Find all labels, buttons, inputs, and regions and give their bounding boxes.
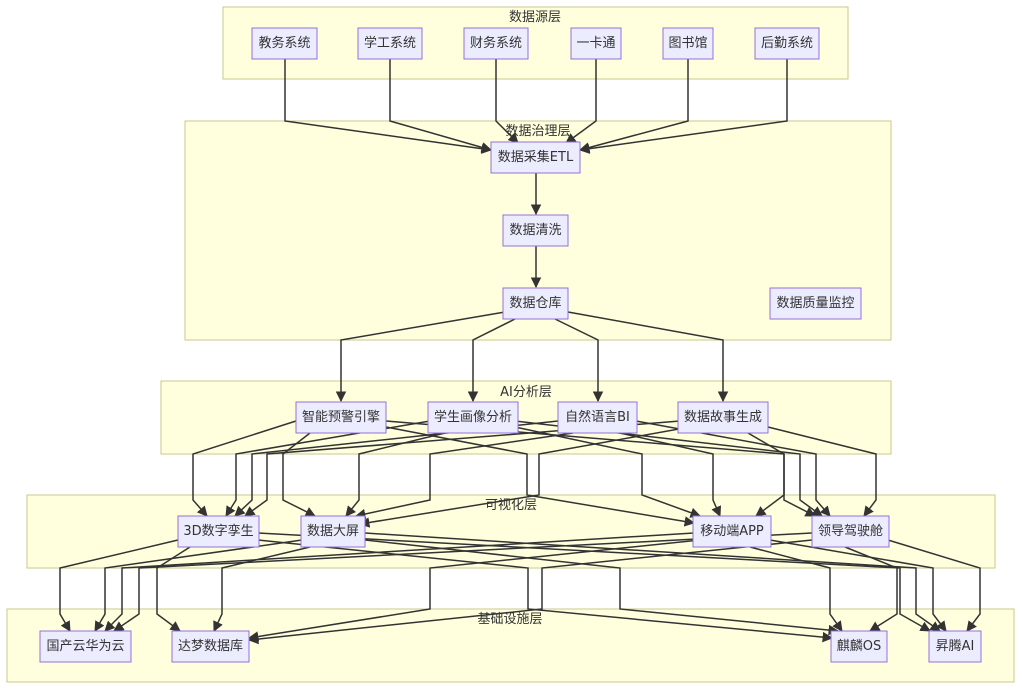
node-cloud[interactable]: 国产云华为云	[39, 630, 132, 663]
node-xuegong-label: 学工系统	[364, 35, 416, 51]
node-cockpit[interactable]: 领导驾驶舱	[811, 515, 890, 548]
node-houqin[interactable]: 后勤系统	[754, 27, 820, 60]
edge-screen-dameng	[213, 546, 311, 632]
node-mobile[interactable]: 移动端APP	[692, 515, 772, 548]
node-quality[interactable]: 数据质量监控	[769, 287, 862, 320]
edge-screen-cloud	[94, 539, 303, 632]
edge-cockpit-cloud	[113, 532, 813, 632]
node-quality-label: 数据质量监控	[776, 296, 854, 311]
node-story[interactable]: 数据故事生成	[677, 401, 769, 434]
edge-warehouse-warning	[335, 311, 506, 403]
node-jiaowu[interactable]: 教务系统	[251, 27, 318, 60]
node-caiwu-label: 财务系统	[470, 35, 522, 51]
edge-warning-mobile	[385, 426, 696, 527]
edge-warehouse-portrait	[467, 318, 516, 403]
node-kylin-label: 麒麟OS	[837, 638, 882, 654]
node-dameng-label: 达梦数据库	[178, 638, 243, 654]
edge-warehouse-story	[567, 311, 729, 403]
node-jiaowu-label: 教务系统	[258, 35, 310, 51]
node-ascend[interactable]: 昇腾AI	[928, 630, 982, 663]
node-etl[interactable]: 数据采集ETL	[490, 141, 581, 174]
edge-mobile-ascend	[769, 539, 947, 632]
node-screen-label: 数据大屏	[307, 524, 359, 539]
edge-story-twin	[244, 420, 681, 517]
edge-twin-dameng	[156, 546, 191, 632]
node-xuegong[interactable]: 学工系统	[357, 27, 423, 60]
edge-portrait-twin	[225, 420, 431, 517]
node-portrait-label: 学生画像分析	[434, 409, 512, 425]
edge-yikatong-etl	[565, 59, 597, 144]
edge-xuegong-etl	[389, 59, 493, 153]
node-kylin[interactable]: 麒麟OS	[830, 630, 888, 663]
edge-portrait-cockpit	[514, 420, 823, 517]
node-nlbi[interactable]: 自然语言BI	[557, 401, 638, 434]
node-twin-label: 3D数字孪生	[183, 523, 253, 539]
node-story-label: 数据故事生成	[684, 410, 762, 425]
edge-nlbi-cockpit	[635, 420, 831, 517]
node-warning[interactable]: 智能预警引擎	[295, 401, 387, 434]
edge-jiaowu-etl	[284, 59, 493, 154]
edge-screen-ascend	[364, 532, 941, 632]
edge-nlbi-screen	[354, 432, 574, 520]
edge-story-screen	[358, 426, 691, 528]
node-clean[interactable]: 数据清洗	[502, 214, 569, 247]
node-warehouse[interactable]: 数据仓库	[502, 287, 569, 320]
node-warehouse-label: 数据仓库	[509, 295, 561, 311]
edge-nlbi-twin	[234, 420, 559, 517]
edge-nlbi-mobile	[619, 432, 722, 517]
edge-cockpit-kylin	[844, 546, 898, 632]
node-caiwu[interactable]: 财务系统	[463, 27, 529, 60]
edge-caiwu-etl	[495, 59, 519, 144]
node-cockpit-label: 领导驾驶舱	[818, 524, 883, 539]
layer-governance-title: 数据治理层	[505, 124, 570, 139]
node-nlbi-label: 自然语言BI	[565, 409, 630, 425]
node-portrait[interactable]: 学生画像分析	[427, 401, 519, 434]
layer-source: 数据源层	[222, 6, 849, 80]
edge-warehouse-nlbi	[554, 318, 604, 403]
node-twin[interactable]: 3D数字孪生	[177, 515, 260, 548]
node-library-label: 图书馆	[668, 36, 707, 51]
edge-twin-ascend	[257, 532, 931, 632]
node-library[interactable]: 图书馆	[662, 27, 714, 60]
node-mobile-label: 移动端APP	[700, 524, 764, 539]
layer-source-title: 数据源层	[509, 10, 561, 25]
edge-story-mobile	[747, 432, 785, 517]
node-dameng[interactable]: 达梦数据库	[171, 630, 250, 663]
edge-library-etl	[578, 59, 689, 153]
edge-mobile-kylin	[749, 546, 843, 632]
node-cloud-label: 国产云华为云	[46, 639, 124, 654]
node-yikatong[interactable]: 一卡通	[570, 27, 622, 60]
node-clean-label: 数据清洗	[509, 223, 561, 238]
node-warning-label: 智能预警引擎	[302, 409, 380, 425]
edge-cockpit-dameng	[247, 539, 813, 645]
edge-twin-cloud	[59, 539, 179, 632]
edge-portrait-mobile	[514, 426, 701, 518]
edge-warning-twin	[192, 420, 297, 517]
node-houqin-label: 后勤系统	[761, 36, 813, 51]
node-yikatong-label: 一卡通	[576, 36, 615, 51]
edge-mobile-dameng	[247, 539, 701, 642]
layer-ai-title: AI分析层	[500, 385, 552, 400]
layer-infra-title: 基础设施层	[477, 612, 542, 627]
edge-houqin-etl	[578, 59, 788, 154]
node-ascend-label: 昇腾AI	[936, 638, 975, 654]
edge-cockpit-ascend	[887, 539, 981, 632]
edge-screen-kylin	[364, 539, 840, 636]
edge-story-cockpit	[767, 426, 877, 517]
layer-ai: AI分析层	[160, 380, 892, 455]
node-screen[interactable]: 数据大屏	[300, 515, 366, 548]
edge-twin-kylin	[257, 539, 834, 643]
edges	[59, 59, 981, 645]
node-etl-label: 数据采集ETL	[498, 149, 574, 165]
